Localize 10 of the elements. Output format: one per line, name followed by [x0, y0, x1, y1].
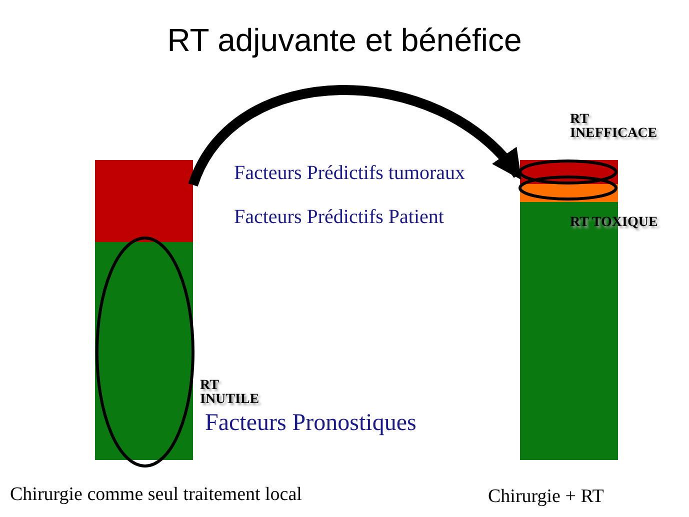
factor-label: Facteurs Prédictifs Patient: [234, 206, 444, 229]
slide-title: RT adjuvante et bénéfice: [166, 22, 523, 59]
callout-text: RT INUTILE: [200, 379, 260, 407]
curved-arrow: [188, 85, 522, 188]
factor-label: Facteurs Pronostiques: [205, 410, 416, 437]
callout-text: RT INEFFICACE: [570, 113, 658, 141]
factor-label: Facteurs Prédictifs tumoraux: [234, 162, 466, 185]
stacked-bar: [95, 160, 193, 460]
bar-caption: Chirurgie comme seul traitement local: [10, 484, 302, 506]
bar-caption: Chirurgie + RT: [488, 486, 604, 508]
